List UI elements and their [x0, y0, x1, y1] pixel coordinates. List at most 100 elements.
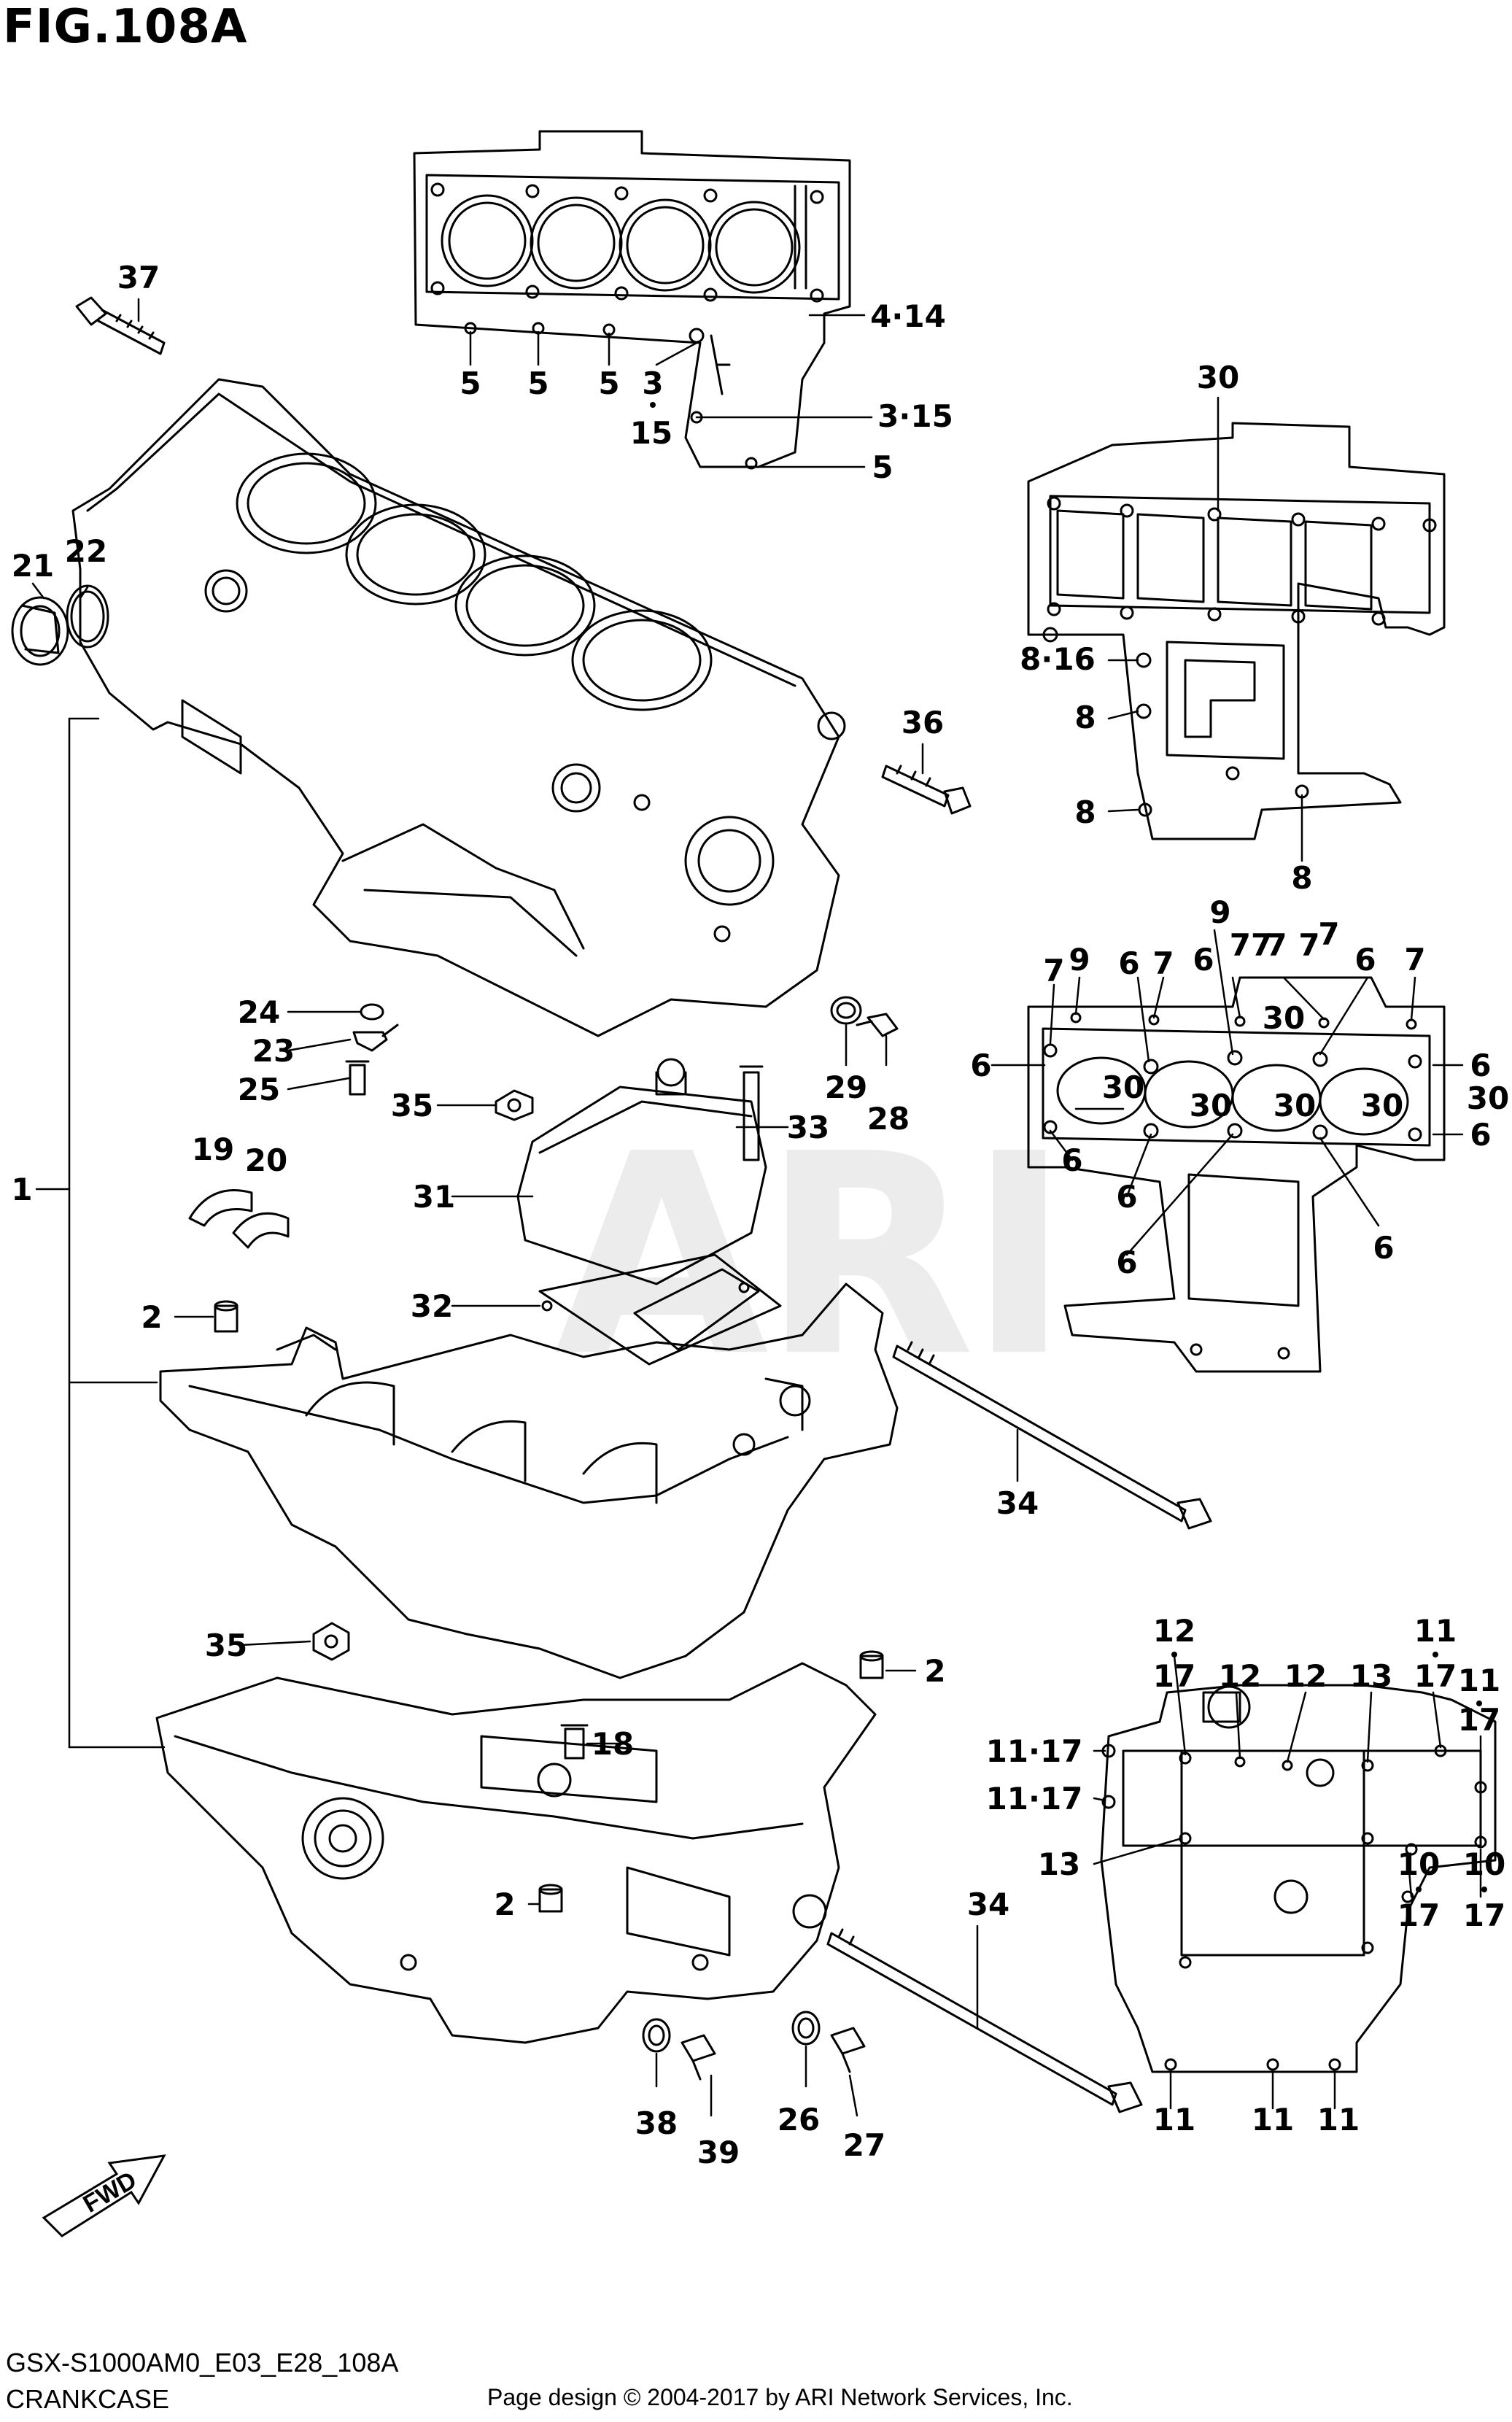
- callout-9a: 9: [1069, 942, 1090, 978]
- bearings-19-20-drawing: [188, 1189, 290, 1249]
- callout-18: 18: [592, 1726, 634, 1762]
- nut-35-lower-drawing: [312, 1622, 350, 1661]
- callout-30e: 30: [1361, 1088, 1403, 1123]
- bolt-36-drawing: [881, 765, 972, 815]
- callout-7b: 7: [1152, 945, 1174, 981]
- model-code: GSX-S1000AM0_E03_E28_108A: [6, 2348, 399, 2377]
- callout-7-dup: 7: [1265, 927, 1287, 963]
- plug-washer-drawing: [11, 584, 109, 666]
- callout-8-16: 8·16: [1020, 641, 1096, 677]
- callout-5d: 5: [872, 449, 893, 485]
- callout-3: 3: [642, 365, 663, 401]
- plug-28-washer-29-drawing: [830, 996, 899, 1037]
- callout-11d: 11: [1252, 2102, 1294, 2137]
- callout-11c: 11: [1153, 2102, 1195, 2137]
- callout-5a: 5: [460, 365, 481, 401]
- long-bolt-34b-drawing: [826, 1928, 1143, 2113]
- callout-7d: 7: [1404, 942, 1425, 978]
- callout-8c: 8: [1291, 860, 1312, 896]
- callout-6i: 6: [1116, 1245, 1137, 1280]
- callout-25: 25: [238, 1072, 280, 1107]
- callout-11-17b: 11·17: [986, 1781, 1083, 1816]
- callout-11a: 11: [1414, 1613, 1457, 1649]
- callout-39: 39: [697, 2135, 740, 2170]
- oil-jet-18-drawing: [560, 1724, 589, 1760]
- callout-5c: 5: [598, 365, 619, 401]
- callout-31: 31: [413, 1179, 455, 1215]
- callout-30a: 30: [1263, 1000, 1305, 1036]
- callout-36: 36: [902, 705, 944, 740]
- leader-lines: [31, 298, 1482, 2117]
- callout-30b: 30: [1102, 1069, 1144, 1105]
- callout-10b: 10: [1463, 1846, 1505, 1882]
- lower-crankcase-drawing: [159, 1282, 899, 1679]
- callout-6d: 6: [970, 1048, 991, 1083]
- callout-33: 33: [787, 1110, 829, 1145]
- callout-17e: 17: [1463, 1897, 1505, 1933]
- callout-13b: 13: [1038, 1846, 1080, 1882]
- callout-7-right: 7: [1318, 916, 1339, 952]
- upper-case-bolt-pattern-drawing: [1027, 422, 1446, 840]
- callout-2c: 2: [494, 1887, 515, 1922]
- callout-6e: 6: [1470, 1048, 1491, 1083]
- callout-2b: 2: [924, 1653, 945, 1689]
- callout-12b: 12: [1219, 1658, 1261, 1694]
- callout-37: 37: [117, 260, 160, 295]
- callout-8b: 8: [1074, 794, 1096, 830]
- callout-24: 24: [238, 994, 280, 1030]
- bottom-crankcase-drawing: [155, 1662, 877, 2044]
- callout-3-15: 3·15: [877, 398, 953, 434]
- dowel-pins-drawing: [214, 1300, 884, 1913]
- fwd-arrow-icon: FWD: [42, 2154, 166, 2237]
- upper-crankcase-drawing: [71, 378, 846, 1037]
- callout-29: 29: [825, 1069, 867, 1105]
- lower-case-bolt-pattern-drawing: [1100, 1684, 1497, 2073]
- callout-26: 26: [778, 2102, 820, 2137]
- callout-7c: 7: [1298, 927, 1319, 963]
- long-bolt-34a-drawing: [892, 1341, 1212, 1530]
- callout-30-top: 30: [1197, 360, 1239, 395]
- callout-38: 38: [635, 2105, 678, 2141]
- callout-12c: 12: [1284, 1658, 1327, 1694]
- credit-text: Page design © 2004-2017 by ARI Network S…: [487, 2384, 1073, 2410]
- drain-plugs-drawing: [642, 2011, 866, 2081]
- callout-11e: 11: [1317, 2102, 1360, 2137]
- callout-9b: 9: [1209, 894, 1230, 930]
- callout-30f: 30: [1467, 1080, 1509, 1116]
- callout-35b: 35: [205, 1628, 247, 1663]
- watermark: ARI: [554, 1094, 1071, 1417]
- callout-17a: 17: [1153, 1658, 1195, 1694]
- breather-cover-drawing: [495, 1058, 782, 1366]
- fwd-label: FWD: [79, 2166, 141, 2218]
- callout-19: 19: [192, 1131, 234, 1167]
- callout-17d: 17: [1397, 1897, 1440, 1933]
- callout-6h: 6: [1116, 1179, 1137, 1215]
- head-gasket-drawing: [413, 130, 851, 470]
- figure-title: FIG.108A: [3, 0, 248, 54]
- callout-17b: 17: [1414, 1658, 1457, 1694]
- callout-2a: 2: [141, 1299, 162, 1335]
- callout-21: 21: [12, 548, 54, 584]
- section-name: CRANKCASE: [6, 2384, 170, 2414]
- callout-12a: 12: [1153, 1613, 1195, 1649]
- callout-8a: 8: [1074, 700, 1096, 735]
- callout-34b: 34: [967, 1887, 1009, 1922]
- callout-6b: 6: [1193, 942, 1214, 978]
- callout-30d: 30: [1273, 1088, 1316, 1123]
- callout-17c: 17: [1458, 1702, 1500, 1738]
- callout-7a: 7: [1043, 953, 1064, 988]
- callout-20: 20: [245, 1142, 287, 1178]
- callout-35a: 35: [391, 1088, 433, 1123]
- callout-11b: 11: [1458, 1663, 1500, 1698]
- mid-case-bolt-pattern-drawing: [1027, 976, 1446, 1373]
- callout-32: 32: [411, 1288, 453, 1324]
- callout-10a: 10: [1397, 1846, 1440, 1882]
- bolt-37-drawing: [75, 296, 166, 355]
- callout-23: 23: [252, 1033, 295, 1069]
- callout-6f: 6: [1470, 1117, 1491, 1153]
- callout-6c: 6: [1354, 942, 1376, 978]
- callout-4-14: 4·14: [870, 298, 946, 334]
- callout-28: 28: [867, 1101, 910, 1137]
- callout-13a: 13: [1350, 1658, 1392, 1694]
